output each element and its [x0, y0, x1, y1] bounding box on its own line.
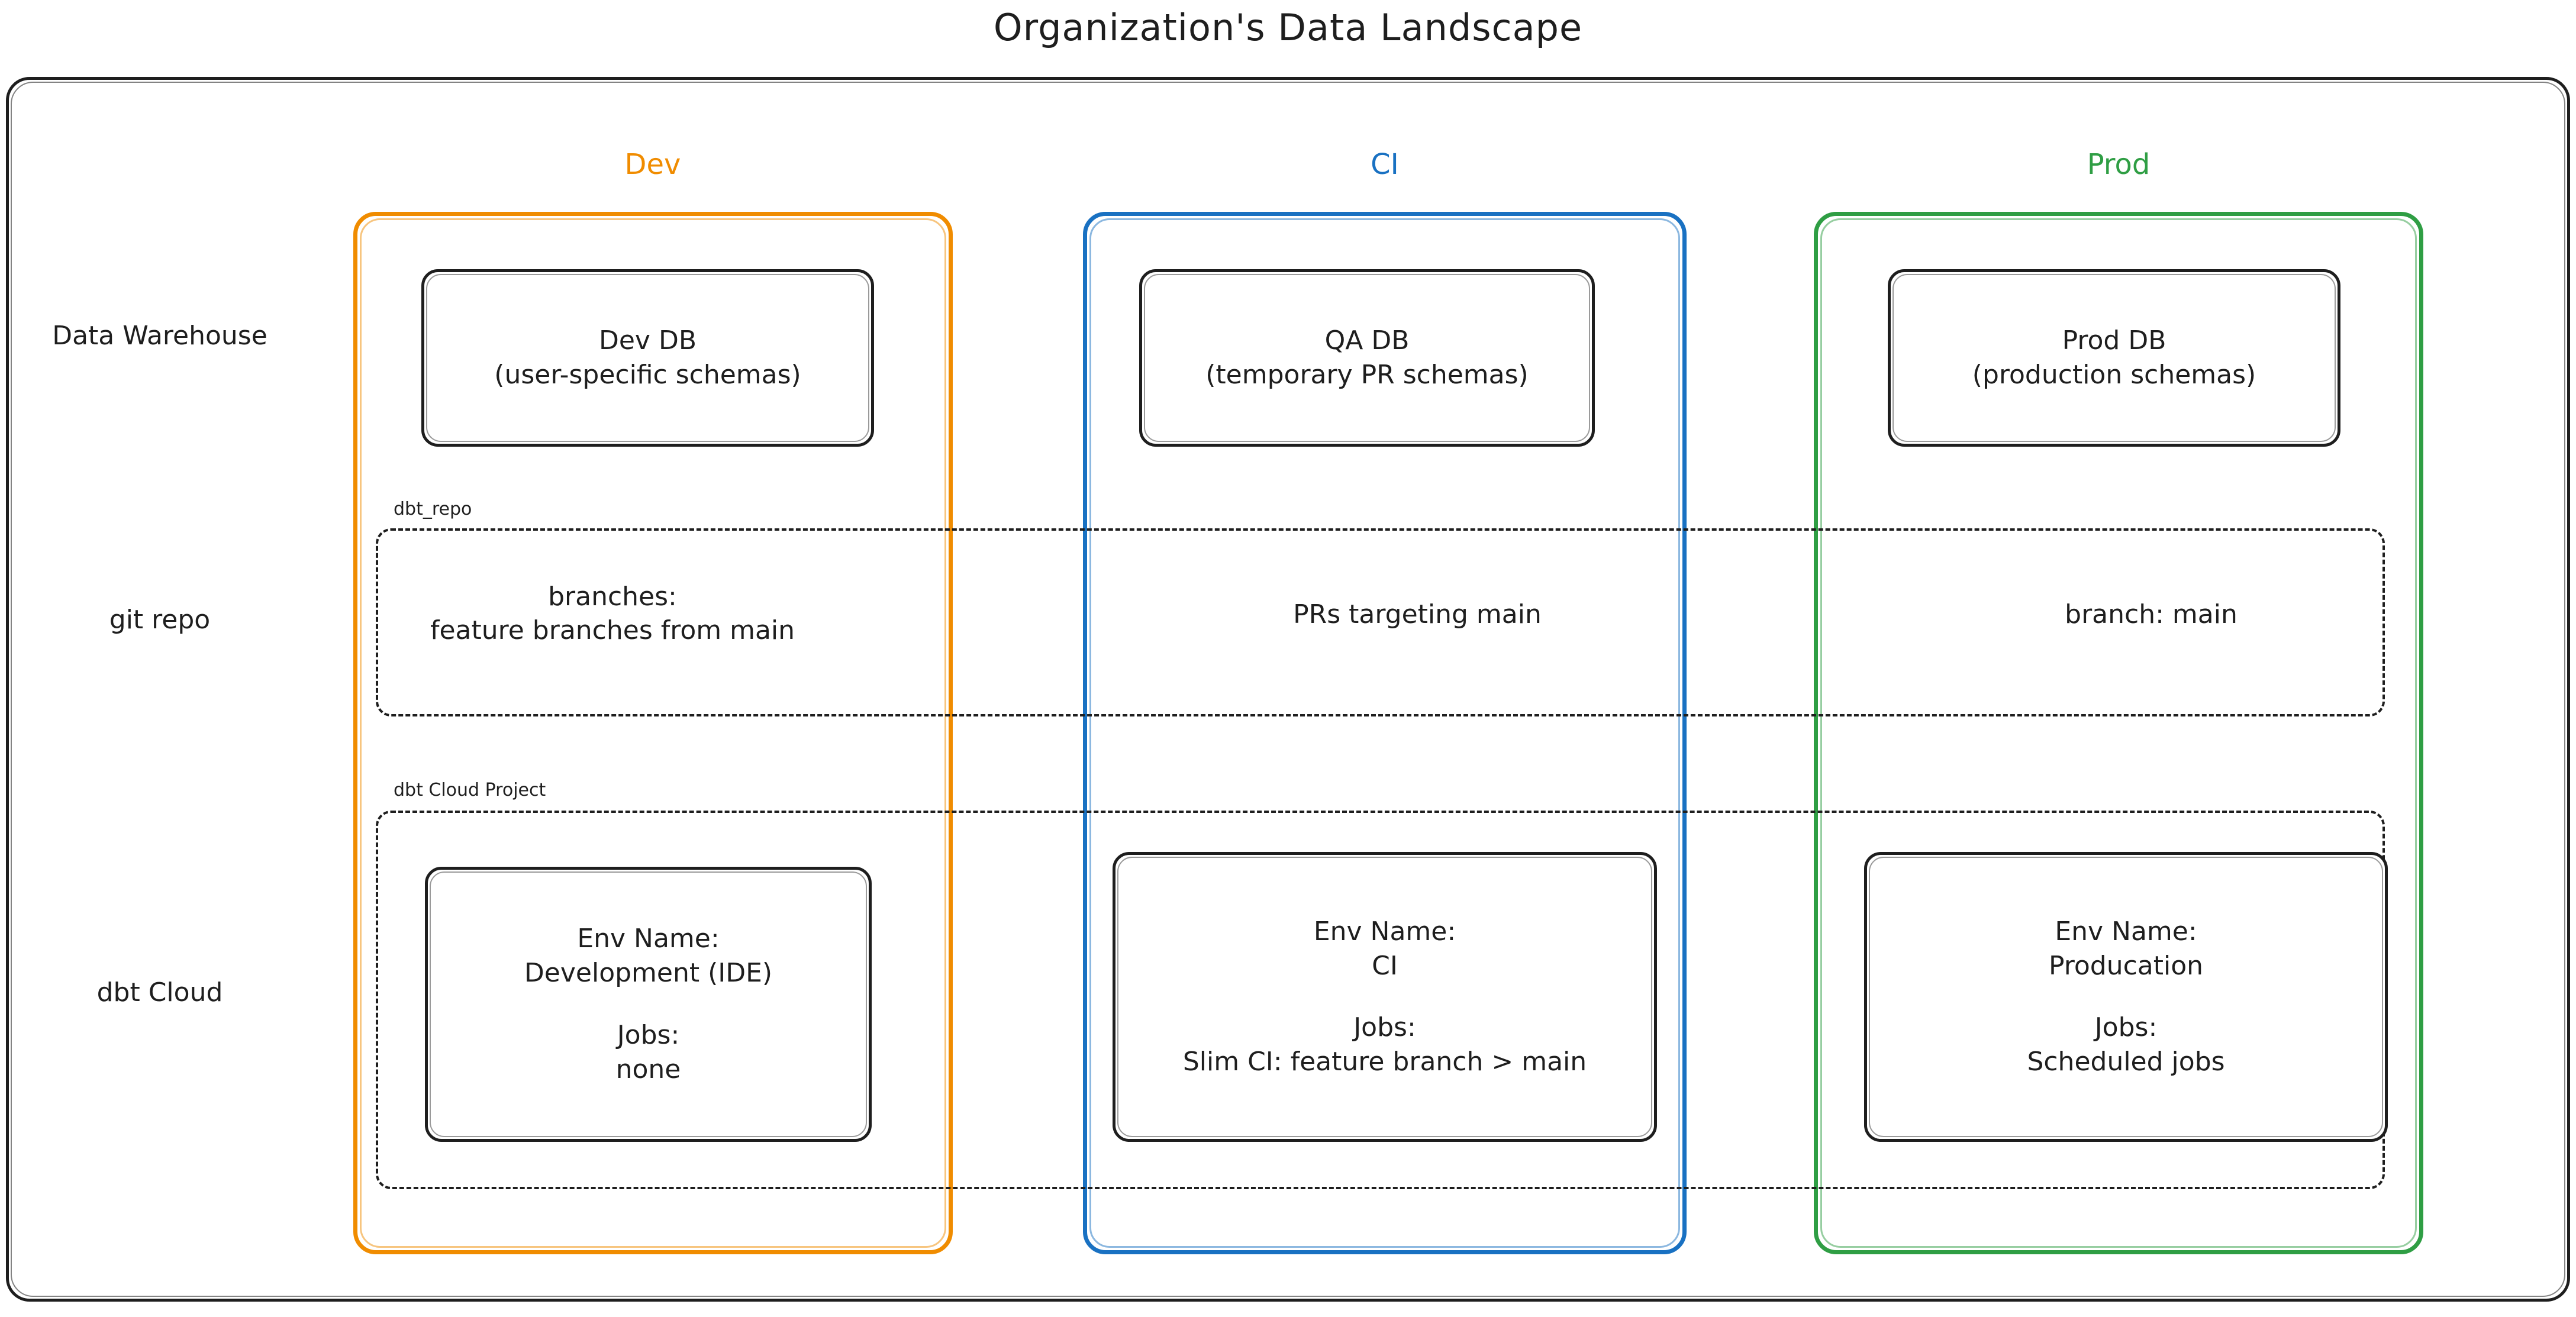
env-column-dev: [353, 212, 953, 1254]
jobs-label: Jobs:: [1353, 1012, 1416, 1042]
card-title: QA DB: [1324, 325, 1410, 356]
git-text-dev: branches: feature branches from main: [379, 580, 846, 647]
env-name-value: Development (IDE): [524, 958, 773, 989]
row-label-line1: Data: [52, 321, 115, 351]
git-text-line2: feature branches from main: [430, 615, 795, 646]
env-name-label: Env Name:: [1313, 916, 1456, 947]
region-label-dbt-repo: dbt_repo: [394, 499, 472, 519]
env-name-label: Env Name:: [577, 924, 720, 954]
card-subtitle: (temporary PR schemas): [1205, 360, 1529, 390]
row-label-line2: Warehouse: [122, 321, 267, 351]
env-name-label: Env Name:: [2055, 916, 2197, 947]
env-label-ci: CI: [1371, 148, 1399, 181]
row-label-line1: git repo: [109, 605, 211, 635]
env-name-value: CI: [1372, 950, 1398, 981]
card-subtitle: (user-specific schemas): [494, 360, 801, 390]
card-title: Dev DB: [598, 325, 697, 356]
card-title: Prod DB: [2062, 325, 2166, 356]
env-label-prod: Prod: [2087, 148, 2151, 181]
region-label-dbt-cloud-project: dbt Cloud Project: [394, 780, 546, 800]
row-label-line1: dbt Cloud: [96, 977, 223, 1008]
git-text-line1: branch: main: [2065, 599, 2238, 630]
region-dbt-repo: [376, 528, 2385, 716]
env-column-ci: [1083, 212, 1687, 1254]
env-column-prod: [1814, 212, 2423, 1254]
git-text-ci: PRs targeting main: [1121, 598, 1713, 631]
git-text-prod: branch: main: [1852, 598, 2450, 631]
jobs-label: Jobs:: [2094, 1012, 2158, 1042]
env-label-dev: Dev: [624, 148, 681, 181]
page-title: Organization's Data Landscape: [993, 6, 1583, 49]
row-label-dbt-cloud: dbt Cloud: [24, 976, 296, 1009]
jobs-value: Slim CI: feature branch > main: [1182, 1047, 1587, 1077]
git-text-line1: PRs targeting main: [1293, 599, 1542, 630]
jobs-label: Jobs:: [617, 1019, 680, 1050]
git-text-line1: branches:: [548, 582, 677, 612]
env-name-value: Producation: [2048, 950, 2204, 981]
row-label-git-repo: git repo: [24, 603, 296, 636]
card-qa-db: QA DB (temporary PR schemas): [1139, 269, 1595, 447]
card-dev-db: Dev DB (user-specific schemas): [421, 269, 874, 447]
card-dbt-cloud-env-prod: Env Name: Producation Jobs: Scheduled jo…: [1864, 852, 2388, 1142]
card-subtitle: (production schemas): [1972, 360, 2256, 390]
jobs-value: none: [615, 1054, 681, 1084]
card-prod-db: Prod DB (production schemas): [1888, 269, 2340, 447]
card-dbt-cloud-env-dev: Env Name: Development (IDE) Jobs: none: [425, 867, 872, 1142]
outer-frame: [6, 77, 2570, 1302]
jobs-value: Scheduled jobs: [2027, 1047, 2225, 1077]
row-label-data-warehouse: Data Warehouse: [24, 319, 296, 352]
card-dbt-cloud-env-ci: Env Name: CI Jobs: Slim CI: feature bran…: [1113, 852, 1657, 1142]
